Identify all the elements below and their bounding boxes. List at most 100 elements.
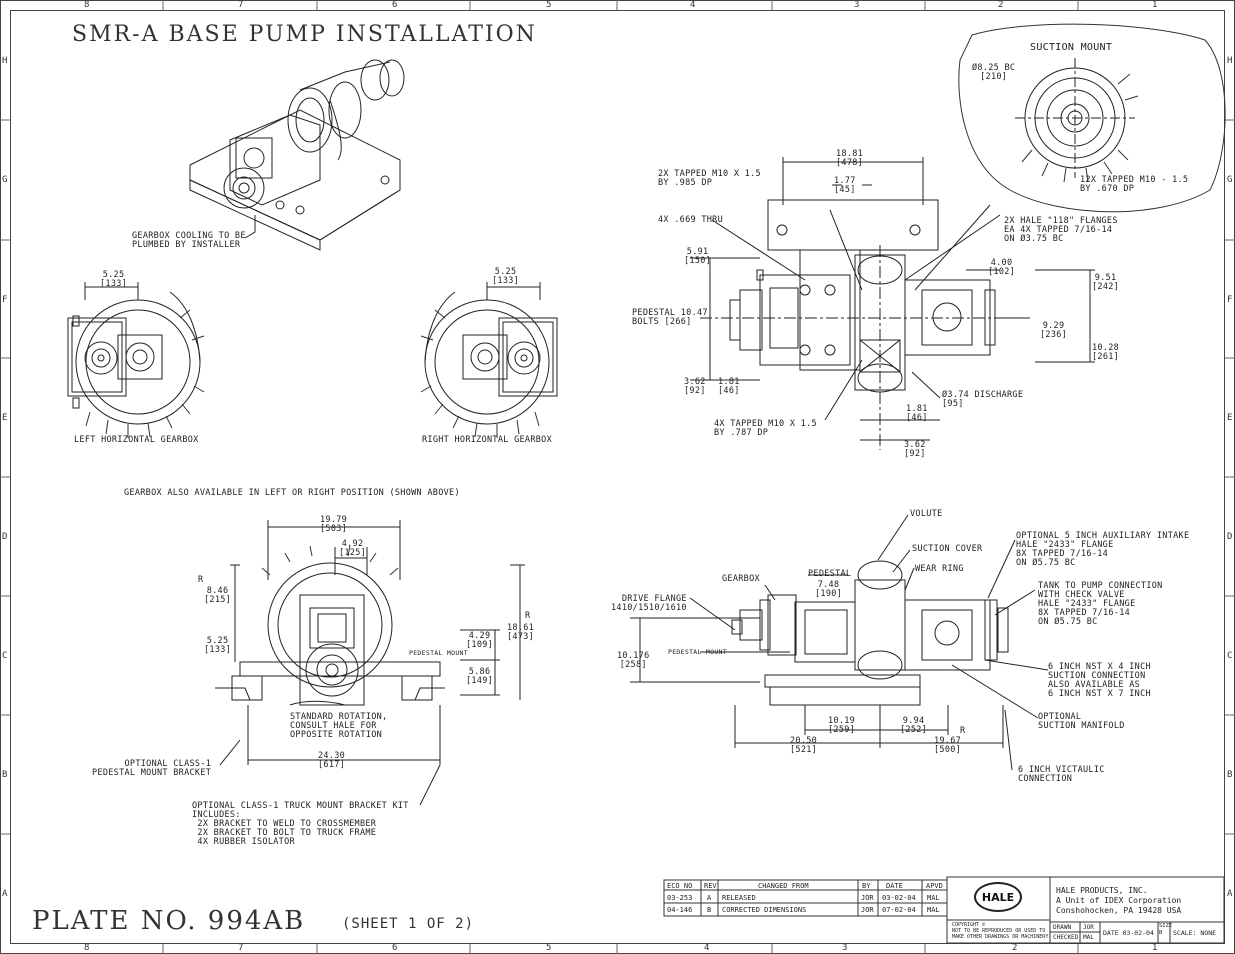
- side-victaulic: 6 INCH VICTAULIC CONNECTION: [1018, 765, 1105, 784]
- rev-row-2-date: 07-02-04: [882, 906, 916, 914]
- top-discharge: Ø3.74 DISCHARGE [95]: [942, 390, 1024, 409]
- top-669-thru: 4X .669 THRU: [658, 215, 724, 225]
- rev-header-eco: ECO NO: [667, 882, 693, 890]
- copyright-note: COPYRIGHT © NOT TO BE REPRODUCED OR USED…: [952, 922, 1052, 940]
- zone-left-b: B: [2, 770, 8, 780]
- front-dim-5-25: 5.25 [133]: [204, 636, 232, 655]
- side-dim-19-67: 19.67 [500]: [934, 736, 962, 755]
- rev-header-apvd: APVD: [926, 882, 943, 890]
- zone-bottom-1: 1: [1152, 943, 1158, 953]
- rev-header-date: DATE: [886, 882, 903, 890]
- front-dim-4-92: 4.92 [125]: [339, 539, 367, 558]
- drawing-size: SIZE B: [1159, 923, 1173, 936]
- company-info: HALE PRODUCTS, INC. A Unit of IDEX Corpo…: [1056, 886, 1182, 915]
- front-dim-5-86: 5.86 [149]: [466, 667, 494, 686]
- zone-left-g: G: [2, 175, 8, 185]
- suction-mount-bc: Ø8.25 BC [210]: [972, 63, 1016, 82]
- zone-left-d: D: [2, 532, 8, 542]
- drawn-by: JOR: [1083, 924, 1094, 931]
- zone-top-3: 3: [854, 0, 860, 10]
- zone-left-c: C: [2, 651, 8, 661]
- zone-right-d: D: [1227, 532, 1233, 542]
- side-aux-intake: OPTIONAL 5 INCH AUXILIARY INTAKE HALE "2…: [1016, 531, 1190, 568]
- zone-bottom-6: 6: [392, 943, 398, 953]
- zone-left-e: E: [2, 413, 8, 423]
- zone-top-7: 7: [238, 0, 244, 10]
- hale-logo: HALE: [974, 882, 1022, 912]
- top-dim-3-62-left: 3.62 [92]: [684, 377, 706, 396]
- zone-right-e: E: [1227, 413, 1233, 423]
- drawing-scale: SCALE: NONE: [1173, 929, 1217, 937]
- rev-row-2-rev: B: [707, 906, 712, 914]
- drawn-label: DRAWN: [1053, 924, 1072, 931]
- top-dim-1-81-right: 1.81 [46]: [906, 404, 928, 423]
- rev-row-2-by: JOR: [861, 906, 874, 914]
- rev-row-1-eco: 03-253: [667, 894, 693, 902]
- side-gearbox: GEARBOX: [722, 574, 760, 584]
- zone-right-a: A: [1227, 889, 1233, 899]
- pedestal-bracket-note: OPTIONAL CLASS-1 PEDESTAL MOUNT BRACKET: [92, 759, 212, 778]
- top-dim-1-81-left: 1.81 [46]: [718, 377, 740, 396]
- suction-mount-detail: [914, 23, 1226, 291]
- front-dim-19-79: 19.79 [503]: [320, 515, 348, 534]
- drawing-date: DATE 03-02-04: [1103, 929, 1154, 937]
- top-tapped-787: 4X TAPPED M10 X 1.5 BY .787 DP: [714, 419, 817, 438]
- zone-right-f: F: [1227, 295, 1233, 305]
- right-view-dim: 5.25 [133]: [492, 267, 520, 286]
- left-view-caption: LEFT HORIZONTAL GEARBOX: [74, 435, 199, 445]
- zone-bottom-7: 7: [238, 943, 244, 953]
- top-tapped-985: 2X TAPPED M10 X 1.5 BY .985 DP: [658, 169, 761, 188]
- gearbox-note: GEARBOX ALSO AVAILABLE IN LEFT OR RIGHT …: [124, 488, 460, 498]
- rev-row-2-changed: CORRECTED DIMENSIONS: [722, 906, 807, 914]
- zone-top-6: 6: [392, 0, 398, 10]
- suction-mount-label: SUCTION MOUNT: [1030, 42, 1113, 53]
- front-dim-8-46: 8.46 [215]: [204, 586, 232, 605]
- rev-row-2-eco: 04-146: [667, 906, 693, 914]
- side-dim-10-19: 10.19 [259]: [828, 716, 856, 735]
- side-suction-cover: SUCTION COVER: [912, 544, 983, 554]
- suction-mount-tapped: 12X TAPPED M10 - 1.5 BY .670 DP: [1080, 175, 1189, 194]
- zone-right-g: G: [1227, 175, 1233, 185]
- left-view-dim: 5.25 [133]: [100, 270, 128, 289]
- left-gearbox-view: [67, 282, 205, 438]
- rev-header-rev: REV: [704, 882, 717, 890]
- zone-top-2: 2: [998, 0, 1004, 10]
- side-dim-7-48: 7.48 [190]: [815, 580, 843, 599]
- right-gearbox-view: [420, 282, 558, 438]
- cooling-note: GEARBOX COOLING TO BE PLUMBED BY INSTALL…: [132, 231, 246, 250]
- side-volute: VOLUTE: [910, 509, 943, 519]
- zone-right-b: B: [1227, 770, 1233, 780]
- rev-row-2-apvd: MAL: [927, 906, 940, 914]
- side-pedestal: PEDESTAL: [808, 569, 852, 579]
- top-hale-118-flanges: 2X HALE "118" FLANGES EA 4X TAPPED 7/16-…: [1004, 216, 1118, 244]
- rotation-note: STANDARD ROTATION, CONSULT HALE FOR OPPO…: [290, 712, 388, 740]
- front-dim-4-29: 4.29 [109]: [466, 631, 494, 650]
- right-view-caption: RIGHT HORIZONTAL GEARBOX: [422, 435, 553, 445]
- isometric-view: [189, 59, 405, 251]
- zone-right-c: C: [1227, 651, 1233, 661]
- zone-right-h: H: [1227, 56, 1233, 66]
- top-dim-5-91: 5.91 [150]: [684, 247, 712, 266]
- side-dim-20-50: 20.50 [521]: [790, 736, 818, 755]
- rev-row-1-apvd: MAL: [927, 894, 940, 902]
- checked-by: MAL: [1083, 934, 1094, 941]
- side-tank-connection: TANK TO PUMP CONNECTION WITH CHECK VALVE…: [1038, 581, 1163, 627]
- zone-bottom-4: 4: [704, 943, 710, 953]
- rev-header-by: BY: [862, 882, 871, 890]
- top-dim-3-62-right: 3.62 [92]: [904, 440, 926, 459]
- top-view: [690, 157, 1095, 450]
- rev-row-1-rev: A: [707, 894, 712, 902]
- side-view: [630, 514, 1049, 771]
- rev-row-1-by: JOR: [861, 894, 874, 902]
- side-dim-9-94: 9.94 [252]: [900, 716, 928, 735]
- top-dim-4-00: 4.00 [102]: [988, 258, 1016, 277]
- side-drive-flange: DRIVE FLANGE 1410/1510/1610: [611, 594, 687, 613]
- zone-left-f: F: [2, 295, 8, 305]
- truck-mount-kit-note: OPTIONAL CLASS-1 TRUCK MOUNT BRACKET KIT…: [192, 801, 409, 847]
- zone-left-a: A: [2, 889, 8, 899]
- zone-top-5: 5: [546, 0, 552, 10]
- side-dim-10-176: 10.176 [258]: [617, 651, 650, 670]
- top-dim-10-28: 10.28 [261]: [1092, 343, 1120, 362]
